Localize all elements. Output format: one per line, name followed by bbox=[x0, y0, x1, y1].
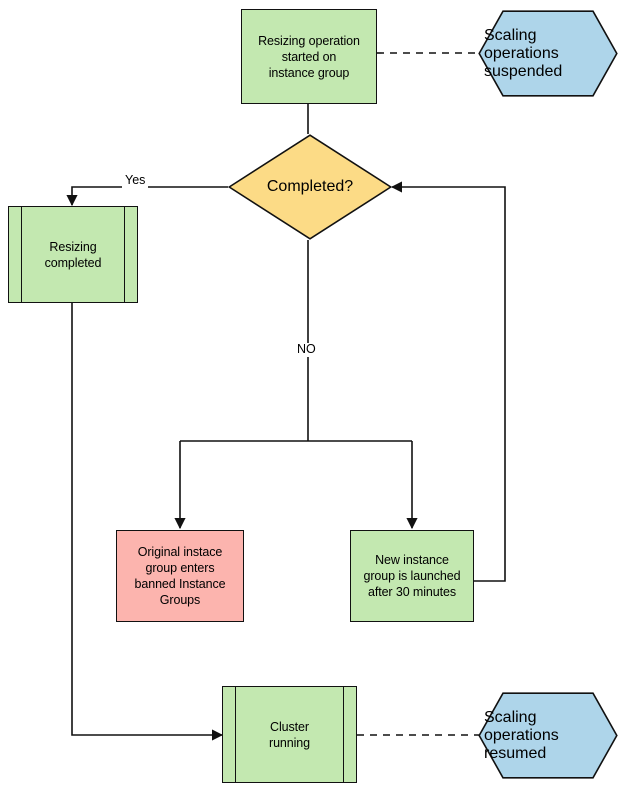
diamond-shape bbox=[228, 134, 392, 240]
node-cluster-running[interactable]: Cluster running bbox=[222, 686, 357, 783]
node-label: Cluster running bbox=[269, 719, 310, 750]
node-label: Original instace group enters banned Ins… bbox=[134, 545, 226, 607]
edge-resizing-completed-to-cluster bbox=[71, 303, 224, 741]
node-scaling-operations-suspended[interactable]: Scaling operations suspended bbox=[478, 10, 618, 97]
hexagon-shape bbox=[478, 10, 618, 97]
edge-new-group-to-decision bbox=[390, 181, 506, 582]
node-resizing-operation-started[interactable]: Resizing operation started on instance g… bbox=[241, 9, 377, 104]
node-label: Resizing operation started on instance g… bbox=[258, 33, 360, 80]
node-banned-instance-groups[interactable]: Original instace group enters banned Ins… bbox=[116, 530, 244, 622]
node-new-instance-group[interactable]: New instance group is launched after 30 … bbox=[350, 530, 474, 622]
edge-label-yes: Yes bbox=[122, 173, 149, 188]
node-scaling-operations-resumed[interactable]: Scaling operations resumed bbox=[478, 692, 618, 779]
node-label: Scaling operations suspended bbox=[484, 26, 563, 80]
hexagon-shape bbox=[478, 692, 618, 779]
node-label: Scaling operations resumed bbox=[484, 708, 559, 762]
node-resizing-completed[interactable]: Resizing completed bbox=[8, 206, 138, 303]
node-completed-decision[interactable]: Completed? bbox=[228, 134, 392, 240]
node-label: Resizing completed bbox=[44, 239, 102, 270]
node-label: New instance group is launched after 30 … bbox=[363, 553, 461, 599]
edge-label-no: NO bbox=[294, 342, 319, 357]
edge-decision-yes bbox=[66, 186, 228, 207]
node-label: Completed? bbox=[266, 178, 354, 195]
